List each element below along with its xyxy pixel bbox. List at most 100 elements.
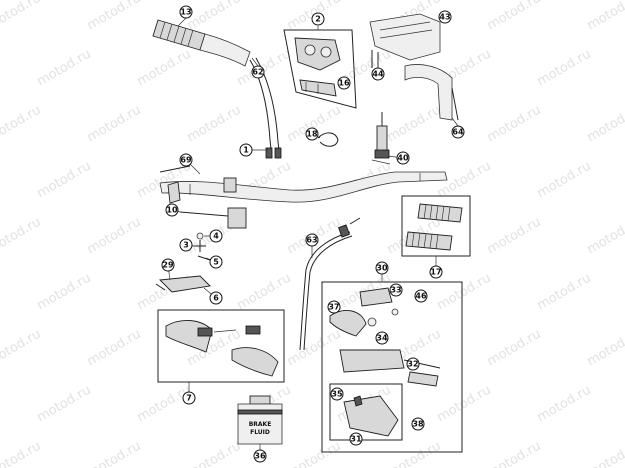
callout-69: 69 xyxy=(179,153,193,167)
svg-text:36: 36 xyxy=(254,452,266,461)
grips-box xyxy=(401,195,471,257)
left-grip xyxy=(152,19,251,67)
svg-text:69: 69 xyxy=(180,156,192,165)
brake-pad-box xyxy=(283,29,357,109)
watermark-text: motod.ru xyxy=(135,383,194,426)
cylinder-part-40 xyxy=(371,112,391,165)
svg-text:40: 40 xyxy=(397,154,409,163)
callout-3: 3 xyxy=(179,238,193,252)
callout-34: 34 xyxy=(375,331,389,345)
watermark-text: motod.ru xyxy=(535,159,594,202)
callout-7: 7 xyxy=(182,391,196,405)
watermark-text: motod.ru xyxy=(0,439,44,468)
watermark-text: motod.ru xyxy=(85,103,144,146)
watermark-text: motod.ru xyxy=(185,103,244,146)
watermark-text: motod.ru xyxy=(585,215,625,258)
throttle-housing xyxy=(369,13,441,70)
watermark-text: motod.ru xyxy=(485,215,544,258)
callout-4: 4 xyxy=(209,229,223,243)
callout-35: 35 xyxy=(330,387,344,401)
callout-44: 44 xyxy=(371,67,385,81)
fluid-label-line2: FLUID xyxy=(250,429,270,436)
svg-text:30: 30 xyxy=(376,264,388,273)
svg-text:62: 62 xyxy=(252,68,263,77)
callout-37: 37 xyxy=(327,300,341,314)
svg-text:31: 31 xyxy=(350,435,362,444)
svg-text:37: 37 xyxy=(328,303,339,312)
svg-text:38: 38 xyxy=(412,420,424,429)
handlebar-bracket xyxy=(404,64,459,121)
svg-text:13: 13 xyxy=(180,8,191,17)
watermark-text: motod.ru xyxy=(585,0,625,33)
watermark-text: motod.ru xyxy=(0,0,44,33)
clip-part-18 xyxy=(317,132,339,147)
watermark-text: motod.ru xyxy=(435,271,494,314)
callout-63: 63 xyxy=(305,233,319,247)
svg-text:18: 18 xyxy=(306,130,318,139)
watermark-text: motod.ru xyxy=(485,0,544,33)
watermark-text: motod.ru xyxy=(35,47,94,90)
watermark-text: motod.ru xyxy=(85,0,144,33)
svg-text:17: 17 xyxy=(430,268,441,277)
callout-62: 62 xyxy=(251,65,265,79)
clutch-cable xyxy=(299,217,361,351)
svg-text:2: 2 xyxy=(315,15,321,24)
svg-text:63: 63 xyxy=(306,236,317,245)
svg-text:34: 34 xyxy=(376,334,388,343)
svg-text:64: 64 xyxy=(452,128,464,137)
watermark-text: motod.ru xyxy=(235,271,294,314)
svg-text:16: 16 xyxy=(338,79,350,88)
watermark-text: motod.ru xyxy=(35,271,94,314)
watermark-text: motod.ru xyxy=(485,103,544,146)
callout-46: 46 xyxy=(414,289,428,303)
svg-text:46: 46 xyxy=(415,292,427,301)
svg-text:7: 7 xyxy=(186,394,192,403)
svg-text:3: 3 xyxy=(183,241,189,250)
callout-18: 18 xyxy=(305,127,319,141)
callout-10: 10 xyxy=(165,203,179,217)
callout-6: 6 xyxy=(209,291,223,305)
callout-1: 1 xyxy=(239,143,253,157)
callout-2: 2 xyxy=(311,12,325,26)
watermark-text: motod.ru xyxy=(35,159,94,202)
handlebar xyxy=(159,171,448,203)
svg-text:44: 44 xyxy=(372,70,384,79)
svg-text:29: 29 xyxy=(162,261,174,270)
hand-guard-box xyxy=(157,309,285,383)
watermark-text: motod.ru xyxy=(585,327,625,370)
watermark-text: motod.ru xyxy=(385,439,444,468)
brake-fluid-bottle: BRAKE FLUID xyxy=(237,395,283,445)
master-cylinder-box xyxy=(321,281,463,453)
callout-30: 30 xyxy=(375,261,389,275)
svg-text:6: 6 xyxy=(213,294,219,303)
callout-31: 31 xyxy=(349,432,363,446)
callout-32: 32 xyxy=(406,357,420,371)
watermark-text: motod.ru xyxy=(285,327,344,370)
watermark-text: motod.ru xyxy=(535,47,594,90)
svg-text:33: 33 xyxy=(390,286,401,295)
callout-16: 16 xyxy=(337,76,351,90)
left-switch-parts xyxy=(155,165,247,293)
watermark-text: motod.ru xyxy=(585,439,625,468)
watermark-text: motod.ru xyxy=(285,439,344,468)
watermark-text: motod.ru xyxy=(85,215,144,258)
svg-text:4: 4 xyxy=(213,232,219,241)
watermark-text: motod.ru xyxy=(0,103,44,146)
watermark-text: motod.ru xyxy=(485,327,544,370)
callout-13: 13 xyxy=(179,5,193,19)
watermark-text: motod.ru xyxy=(0,327,44,370)
callout-38: 38 xyxy=(411,417,425,431)
watermark-text: motod.ru xyxy=(385,103,444,146)
watermark-text: motod.ru xyxy=(85,439,144,468)
watermark-text: motod.ru xyxy=(435,383,494,426)
callout-64: 64 xyxy=(451,125,465,139)
callout-36: 36 xyxy=(253,449,267,463)
callout-33: 33 xyxy=(389,283,403,297)
svg-text:43: 43 xyxy=(439,13,450,22)
watermark-text: motod.ru xyxy=(35,383,94,426)
watermark-text: motod.ru xyxy=(135,47,194,90)
svg-text:1: 1 xyxy=(243,146,249,155)
watermark-text: motod.ru xyxy=(185,0,244,33)
